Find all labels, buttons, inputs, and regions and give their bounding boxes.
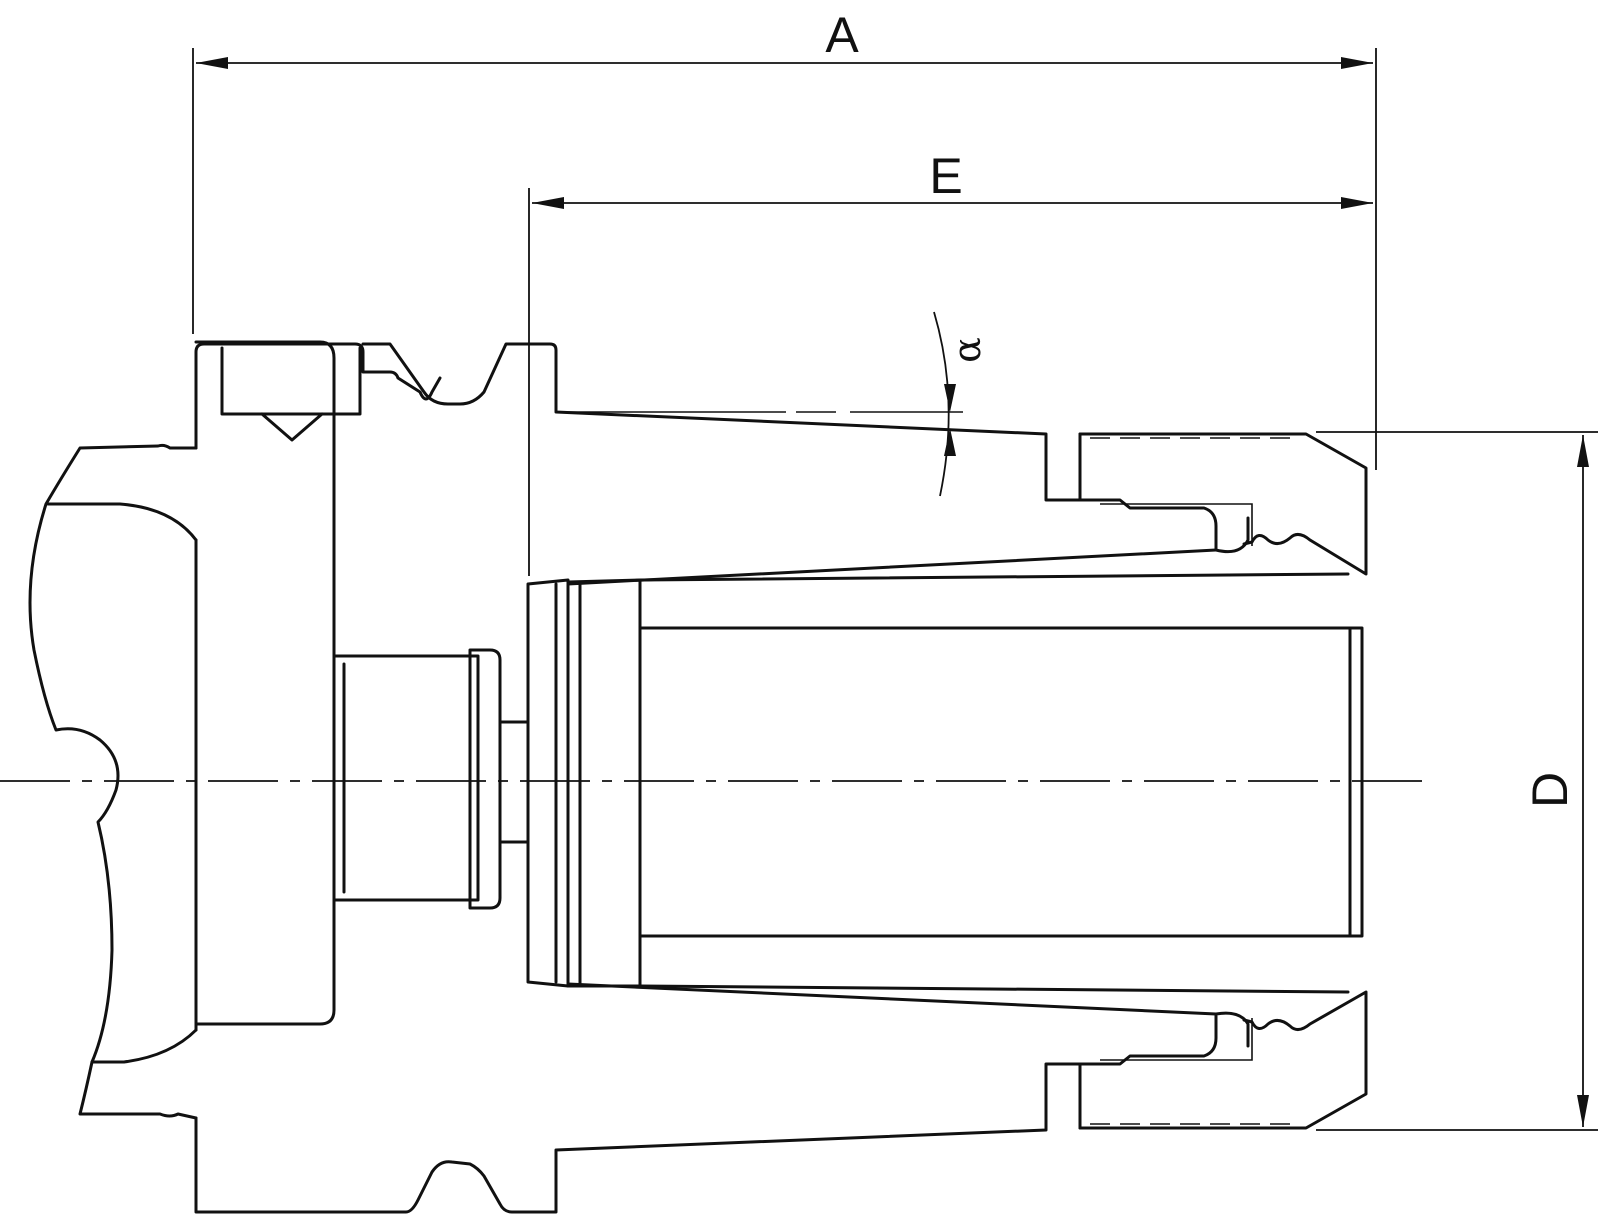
angle-label: α	[945, 337, 989, 363]
dim-a-label: A	[825, 7, 859, 63]
dimension-d: D	[1316, 431, 1598, 1131]
dimension-a: A	[192, 7, 1377, 470]
dim-d-label: D	[1522, 772, 1578, 808]
dimension-e: E	[528, 148, 1373, 576]
holder-body	[28, 340, 1368, 1214]
taper-angle: α	[556, 311, 989, 497]
dim-e-label: E	[929, 148, 962, 204]
